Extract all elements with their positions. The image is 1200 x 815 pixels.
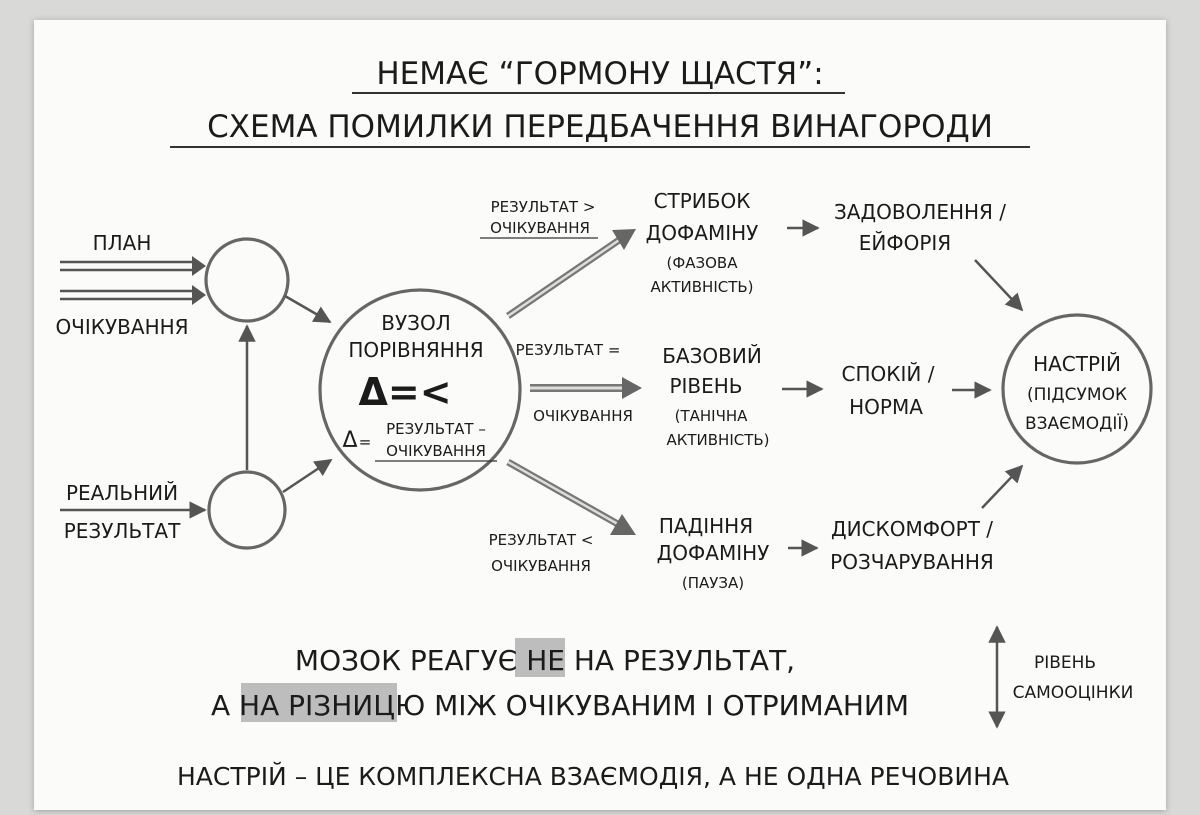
plan-arrow [60, 256, 206, 276]
result-top-1: ЗАДОВОЛЕННЯ / [834, 200, 1006, 224]
message-line-1: МОЗОК РЕАГУЄ НЕ НА РЕЗУЛЬТАТ, [295, 644, 795, 677]
mood-sub-1: (ПІДСУМОК [1027, 385, 1127, 405]
title: НЕМАЄ “ГОРМОНУ ЩАСТЯ”: СХЕМА ПОМИЛКИ ПЕР… [170, 56, 1030, 148]
message-part-3: А НА [211, 689, 288, 722]
formula-line-1: РЕЗУЛЬТАТ – [386, 420, 486, 438]
footer-text: НАСТРІЙ – ЦЕ КОМПЛЕКСНА ВЗАЄМОДІЯ, А НЕ … [177, 762, 1009, 791]
result-bottom-2: РОЗЧАРУВАННЯ [830, 550, 994, 574]
input-plan-label: ПЛАН [93, 231, 152, 255]
branch-top-note-2: АКТИВНІСТЬ) [650, 278, 753, 296]
branch-bottom-title-2: ДОФАМІНУ [657, 541, 770, 565]
condition-equal-2: ОЧІКУВАННЯ [533, 407, 633, 425]
arrow-bottom-result-to-mood [981, 464, 1024, 509]
condition-equal-1: РЕЗУЛЬТАТ = [516, 341, 621, 359]
message-line-2: А НА РІЗНИЦЮ МІЖ ОЧІКУВАНИМ І ОТРИМАНИМ [211, 689, 909, 722]
condition-greater-1: РЕЗУЛЬТАТ > [491, 198, 596, 216]
self-esteem-label-2: САМООЦІНКИ [1013, 683, 1134, 703]
branch-middle-note-2: АКТИВНІСТЬ) [666, 431, 769, 449]
input-real-label-2: РЕЗУЛЬТАТ [64, 519, 181, 543]
result-middle-1: СПОКІЙ / [842, 362, 935, 386]
title-line-2: СХЕМА ПОМИЛКИ ПЕРЕДБАЧЕННЯ ВИНАГОРОДИ [207, 109, 993, 145]
branch-bottom-note-1: (ПАУЗА) [682, 574, 744, 592]
diagram-canvas: НЕМАЄ “ГОРМОНУ ЩАСТЯ”: СХЕМА ПОМИЛКИ ПЕР… [55, 56, 1153, 791]
condition-greater-2: ОЧІКУВАННЯ [490, 219, 590, 237]
mood-sub-2: ВЗАЄМОДІЇ) [1025, 413, 1129, 434]
branch-top-title-1: СТРИБОК [654, 189, 751, 213]
mood-title: НАСТРІЙ [1033, 352, 1121, 376]
formula-delta: Δ [342, 428, 357, 453]
result-middle-2: НОРМА [849, 395, 923, 419]
expectation-arrow [60, 285, 206, 305]
expectation-node-circle [204, 237, 290, 323]
condition-less-2: ОЧІКУВАННЯ [491, 557, 591, 575]
arrow-top-result-to-mood [974, 259, 1024, 312]
branch-top-title-2: ДОФАМІНУ [646, 221, 759, 245]
result-bottom-1: ДИСКОМФОРТ / [831, 517, 993, 541]
formula-eq: = [359, 433, 372, 451]
arrow-to-top-branch [506, 229, 636, 319]
result-top-2: ЕЙФОРІЯ [859, 231, 951, 255]
input-real-label-1: РЕАЛЬНИЙ [66, 481, 178, 505]
message-highlight-1: НЕ [526, 644, 565, 677]
arrow-to-bottom-branch [506, 458, 636, 535]
branch-middle-note-1: (ТАНІЧНА [675, 407, 749, 425]
expectation-to-comparator-arrow [284, 294, 332, 324]
message-part-2: НА РЕЗУЛЬТАТ, [565, 644, 795, 677]
comparator-circle [318, 288, 522, 492]
condition-less-1: РЕЗУЛЬТАТ < [489, 531, 594, 549]
formula-line-2: ОЧІКУВАННЯ [386, 442, 486, 460]
message-highlight-2: РІЗНИЦЮ [288, 689, 425, 722]
self-esteem-label-1: РІВЕНЬ [1034, 653, 1096, 673]
branch-middle-title-2: РІВЕНЬ [669, 374, 742, 398]
diagram-card: НЕМАЄ “ГОРМОНУ ЩАСТЯ”: СХЕМА ПОМИЛКИ ПЕР… [34, 20, 1166, 810]
branch-middle-title-1: БАЗОВИЙ [662, 344, 762, 368]
comparator-symbol: Δ=< [358, 370, 451, 414]
title-line-1: НЕМАЄ “ГОРМОНУ ЩАСТЯ”: [376, 56, 823, 92]
result-node-circle [207, 470, 287, 550]
message-part-1: МОЗОК РЕАГУЄ [295, 644, 526, 677]
highlight-difference [241, 683, 397, 722]
arrow-to-middle-branch [530, 377, 642, 399]
branch-top-note-1: (ФАЗОВА [666, 254, 738, 272]
result-to-comparator-arrow [282, 458, 333, 494]
highlight-ne [515, 638, 565, 677]
mood-circle [1001, 313, 1153, 465]
comparator-title-1: ВУЗОЛ [381, 311, 451, 335]
message-part-4: МІЖ ОЧІКУВАНИМ І ОТРИМАНИМ [425, 689, 909, 722]
input-expectation-label: ОЧІКУВАННЯ [55, 315, 188, 339]
branch-bottom-title-1: ПАДІННЯ [659, 514, 753, 538]
comparator-title-2: ПОРІВНЯННЯ [348, 338, 483, 362]
